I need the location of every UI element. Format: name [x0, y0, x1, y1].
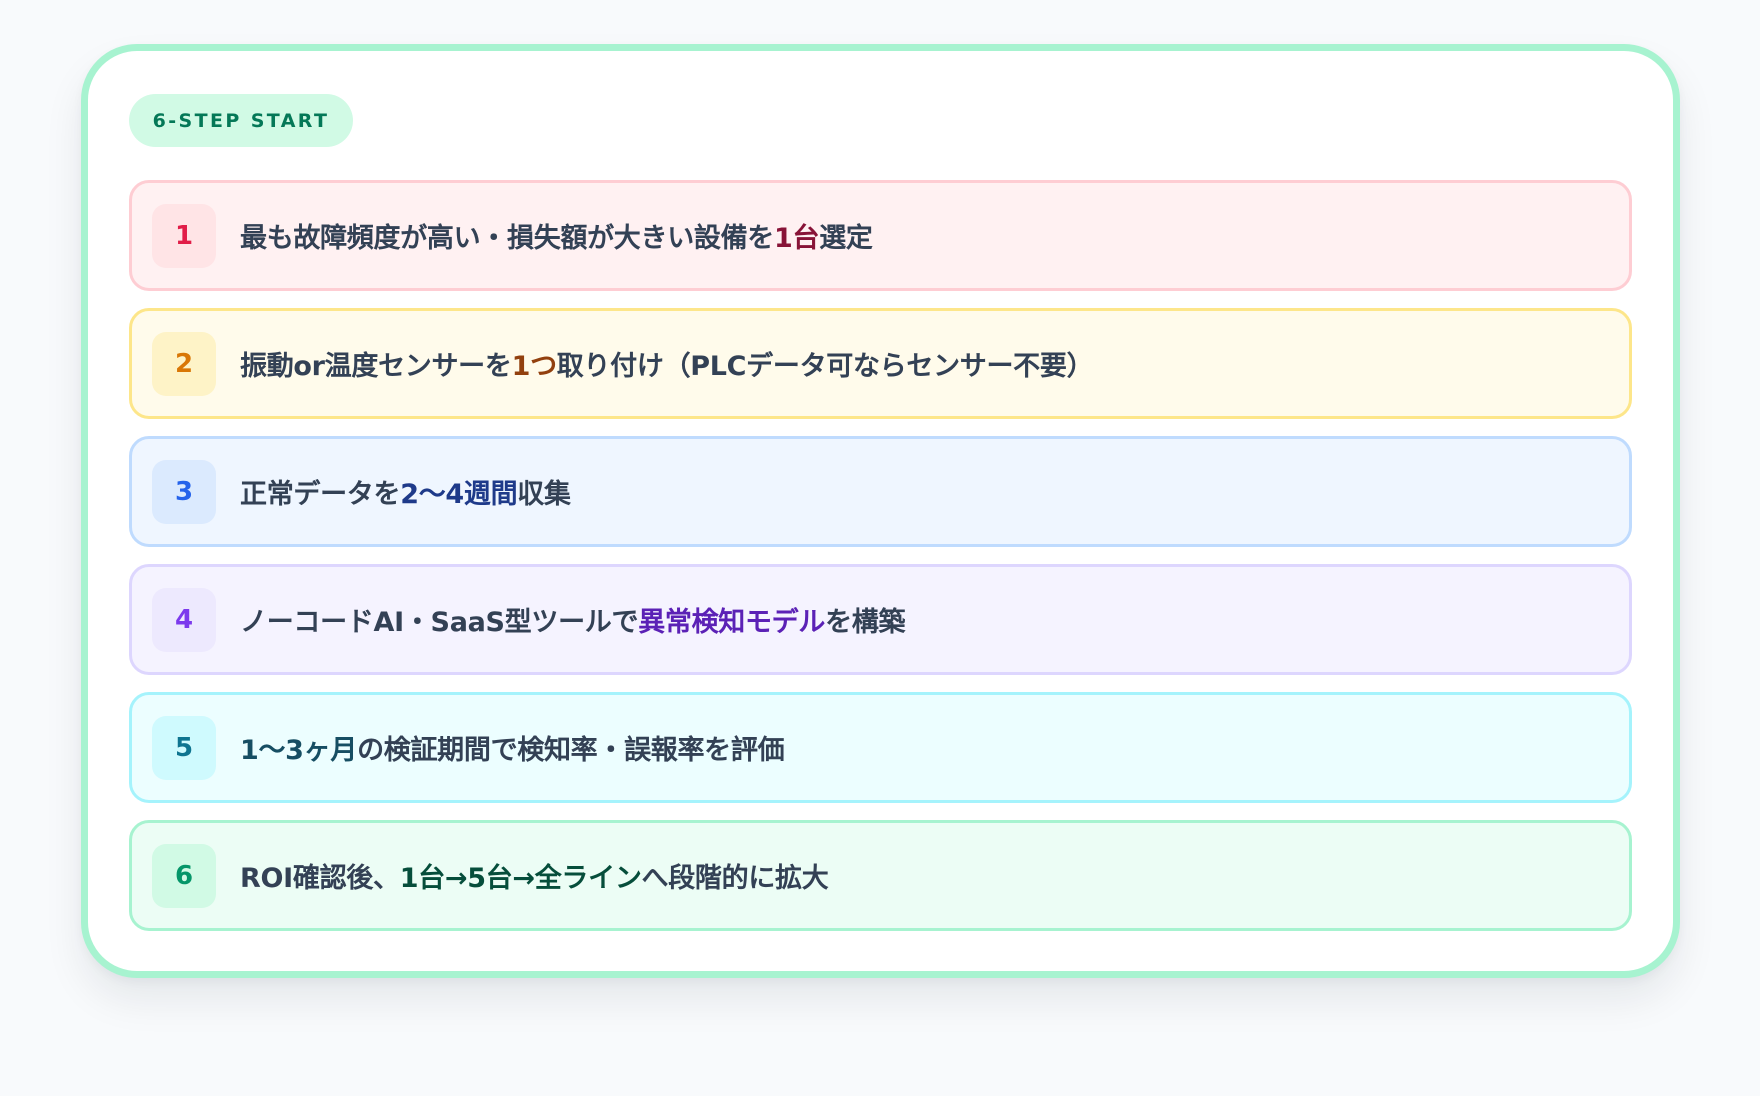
step-text: 振動or温度センサーを1つ取り付け（PLCデータ可ならセンサー不要） [240, 344, 1094, 383]
step-number: 4 [152, 587, 216, 652]
step-count-badge: 6-STEP START [129, 94, 353, 147]
step-list: 1 最も故障頻度が高い・損失額が大きい設備を1台選定 2 振動or温度センサーを… [129, 180, 1632, 931]
step-number: 5 [152, 715, 216, 780]
step-text: 1〜3ヶ月の検証期間で検知率・誤報率を評価 [240, 728, 785, 767]
step-text-before: ROI確認後、 [240, 863, 400, 894]
step-item-6: 6 ROI確認後、1台→5台→全ラインへ段階的に拡大 [129, 820, 1632, 931]
step-text-after: へ段階的に拡大 [641, 863, 829, 894]
step-text-after: の検証期間で検知率・誤報率を評価 [357, 735, 785, 766]
step-text-highlight: 1〜3ヶ月 [240, 735, 358, 766]
step-number: 1 [152, 203, 216, 268]
step-text-before: 正常データを [240, 479, 401, 510]
step-text: 最も故障頻度が高い・損失額が大きい設備を1台選定 [240, 216, 873, 255]
step-text-before: ノーコードAI・SaaS型ツールで [240, 607, 639, 638]
step-text-highlight: 異常検知モデル [638, 607, 826, 638]
steps-card: 6-STEP START 1 最も故障頻度が高い・損失額が大きい設備を1台選定 … [81, 44, 1680, 978]
step-text: ノーコードAI・SaaS型ツールで異常検知モデルを構築 [240, 600, 906, 639]
step-text-highlight: 1台→5台→全ライン [399, 863, 642, 894]
step-text-before: 最も故障頻度が高い・損失額が大きい設備を [240, 223, 774, 254]
step-text-after: 選定 [819, 223, 873, 254]
step-number: 2 [152, 331, 216, 396]
step-number: 6 [152, 843, 216, 908]
step-item-5: 5 1〜3ヶ月の検証期間で検知率・誤報率を評価 [129, 692, 1632, 803]
step-number: 3 [152, 459, 216, 524]
step-text-after: 収集 [517, 479, 571, 510]
step-text-highlight: 2〜4週間 [400, 479, 518, 510]
step-text: ROI確認後、1台→5台→全ラインへ段階的に拡大 [240, 856, 829, 895]
step-text: 正常データを2〜4週間収集 [240, 472, 571, 511]
step-item-2: 2 振動or温度センサーを1つ取り付け（PLCデータ可ならセンサー不要） [129, 308, 1632, 419]
step-text-highlight: 1台 [774, 223, 820, 254]
step-item-3: 3 正常データを2〜4週間収集 [129, 436, 1632, 547]
step-text-after: 取り付け（PLCデータ可ならセンサー不要） [556, 351, 1094, 382]
step-item-4: 4 ノーコードAI・SaaS型ツールで異常検知モデルを構築 [129, 564, 1632, 675]
step-text-before: 振動or温度センサーを [240, 351, 512, 382]
step-text-after: を構築 [825, 607, 906, 638]
step-item-1: 1 最も故障頻度が高い・損失額が大きい設備を1台選定 [129, 180, 1632, 291]
step-text-highlight: 1つ [511, 351, 557, 382]
